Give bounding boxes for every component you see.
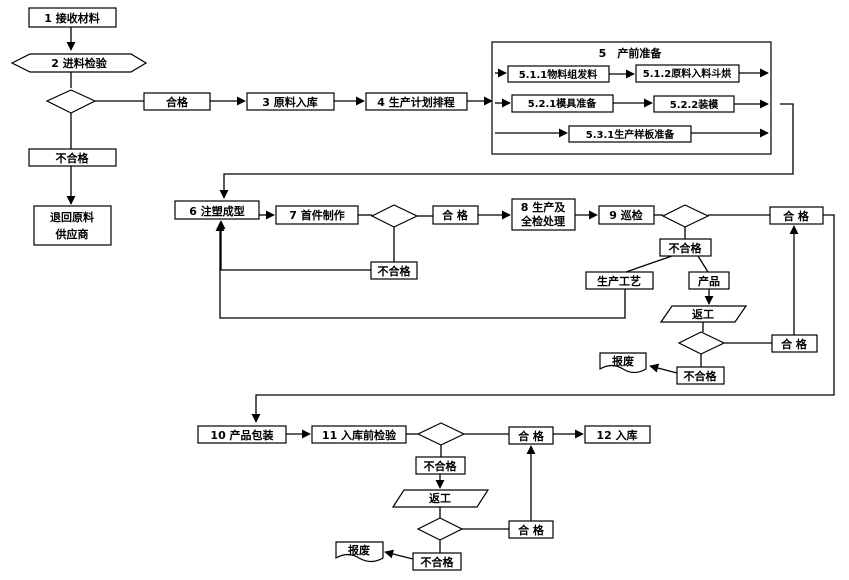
node-patrol-inspection: 9 巡检 <box>598 205 655 225</box>
decision-first-article <box>370 204 419 228</box>
node-incoming-inspection: 2 进料检验 <box>10 53 148 73</box>
svg-text:供应商: 供应商 <box>55 227 89 241</box>
node-scrap-2: 报废 <box>335 541 384 563</box>
node-pass-1: 合格 <box>143 92 211 111</box>
line-fail3-process <box>625 255 673 273</box>
decision-rework-1 <box>677 331 726 355</box>
node-pass-4: 合 格 <box>771 334 818 353</box>
svg-text:9 巡检: 9 巡检 <box>609 208 642 222</box>
svg-text:5.2.2装模: 5.2.2装模 <box>670 98 719 111</box>
svg-text:不合格: 不合格 <box>684 369 718 383</box>
svg-text:返工: 返工 <box>429 491 451 505</box>
svg-text:5.3.1生产样板准备: 5.3.1生产样板准备 <box>586 128 675 141</box>
node-fail-2: 不合格 <box>370 261 418 280</box>
decision-patrol <box>661 204 710 228</box>
svg-text:5.1.2原料入料斗烘: 5.1.2原料入料斗烘 <box>643 67 731 80</box>
svg-text:合格: 合格 <box>166 95 189 109</box>
svg-text:退回原料: 退回原料 <box>50 210 94 224</box>
svg-text:不合格: 不合格 <box>56 151 90 165</box>
node-fail-4: 不合格 <box>676 366 725 385</box>
node-process: 生产工艺 <box>585 271 654 290</box>
svg-text:11 入库前检验: 11 入库前检验 <box>322 428 397 442</box>
svg-text:不合格: 不合格 <box>378 264 412 278</box>
node-return-supplier: 退回原料 供应商 <box>33 205 112 246</box>
svg-text:8 生产及: 8 生产及 <box>521 200 566 214</box>
node-pre-storage-inspection: 11 入库前检验 <box>311 425 407 444</box>
svg-text:合 格: 合 格 <box>442 208 469 222</box>
node-pass-3: 合 格 <box>769 206 824 225</box>
arrow-fail6-scrap <box>384 549 414 560</box>
svg-text:5.2.1模具准备: 5.2.1模具准备 <box>528 97 597 110</box>
node-fail-1: 不合格 <box>28 148 117 167</box>
svg-text:1 接收材料: 1 接收材料 <box>44 11 99 25</box>
svg-text:合 格: 合 格 <box>518 429 545 443</box>
node-fail-3: 不合格 <box>659 238 712 257</box>
node-production-schedule: 4 生产计划排程 <box>365 92 468 111</box>
node-rework-2: 返工 <box>391 489 490 508</box>
node-pass-6: 合 格 <box>508 520 554 539</box>
svg-text:报废: 报废 <box>612 354 634 368</box>
node-sample-prep: 5.3.1生产样板准备 <box>568 125 692 143</box>
svg-text:报废: 报废 <box>348 543 370 557</box>
svg-text:7 首件制作: 7 首件制作 <box>289 208 344 222</box>
line-fail3-product <box>697 255 709 273</box>
arrow-fail4-scrap <box>649 363 678 374</box>
node-pass-2: 合 格 <box>432 205 479 225</box>
svg-text:2 进料检验: 2 进料检验 <box>51 56 107 70</box>
node-packaging: 10 产品包装 <box>197 425 287 444</box>
node-pass-5: 合 格 <box>508 426 554 445</box>
node-raw-storage: 3 原料入库 <box>246 92 335 111</box>
svg-text:产品: 产品 <box>698 274 720 288</box>
svg-text:返工: 返工 <box>692 307 714 321</box>
node-scrap-1: 报废 <box>599 352 647 374</box>
node-storage: 12 入库 <box>584 425 651 444</box>
svg-text:12 入库: 12 入库 <box>596 428 637 442</box>
decision-incoming <box>45 89 97 114</box>
decision-final <box>416 422 466 446</box>
svg-text:6 注塑成型: 6 注塑成型 <box>189 204 244 218</box>
svg-text:5.1.1物料组发料: 5.1.1物料组发料 <box>519 68 597 81</box>
connector-pass3-to-packaging <box>251 214 835 423</box>
node-full-inspection: 8 生产及 全检处理 <box>511 198 576 231</box>
svg-text:合 格: 合 格 <box>783 209 810 223</box>
node-rework-1: 返工 <box>659 305 748 323</box>
svg-text:3 原料入库: 3 原料入库 <box>262 95 317 109</box>
svg-text:不合格: 不合格 <box>669 241 703 255</box>
svg-text:全检处理: 全检处理 <box>520 214 565 228</box>
connector-prep-to-molding <box>219 103 794 199</box>
node-product: 产品 <box>688 271 730 290</box>
arrow-fail2-molding <box>216 220 371 271</box>
node-injection-molding: 6 注塑成型 <box>174 200 260 220</box>
node-material-issue: 5.1.1物料组发料 <box>507 65 610 83</box>
svg-text:4 生产计划排程: 4 生产计划排程 <box>377 95 454 109</box>
svg-text:不合格: 不合格 <box>421 555 455 569</box>
node-fail-5: 不合格 <box>415 456 466 475</box>
node-receive-material: 1 接收材料 <box>28 7 117 28</box>
prep-group-title: 5 产前准备 <box>599 46 663 60</box>
arrow-process-molding <box>215 222 626 319</box>
node-first-article: 7 首件制作 <box>275 205 359 225</box>
svg-text:合 格: 合 格 <box>518 523 545 537</box>
node-mold-install: 5.2.2装模 <box>653 95 735 113</box>
svg-text:生产工艺: 生产工艺 <box>597 274 641 288</box>
node-fail-6: 不合格 <box>412 552 462 571</box>
svg-text:10 产品包装: 10 产品包装 <box>210 428 273 442</box>
decision-rework-2 <box>416 517 464 541</box>
node-mold-prep: 5.2.1模具准备 <box>511 94 614 113</box>
node-material-dry: 5.1.2原料入料斗烘 <box>635 64 740 83</box>
svg-text:不合格: 不合格 <box>424 459 458 473</box>
svg-text:合 格: 合 格 <box>781 337 808 351</box>
